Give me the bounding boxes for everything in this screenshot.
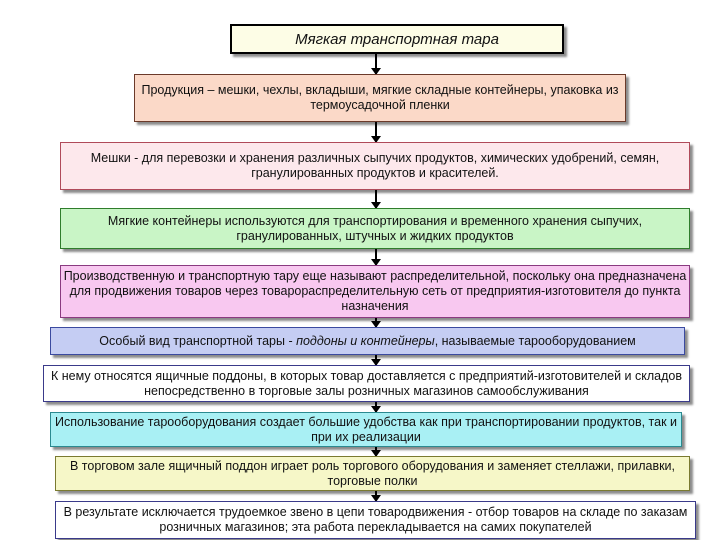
box-convenience-text: Использование тарооборудования создает б… — [54, 414, 677, 444]
connector-arrow — [371, 355, 381, 366]
connector-arrow — [371, 54, 381, 75]
diagram-title-text: Мягкая транспортная тара — [295, 30, 499, 48]
box-bags-text: Мешки - для перевозки и хранения различн… — [90, 151, 660, 180]
box-distribution: Производственную и транспортную тару еще… — [60, 265, 690, 318]
connector-arrow — [371, 249, 381, 266]
connector-arrow — [371, 447, 381, 457]
box-special-type-text-before: Особый вид транспортной тары - — [99, 333, 297, 348]
connector-arrow — [371, 190, 381, 209]
box-special-type-text: Особый вид транспортной тары - поддоны и… — [99, 334, 636, 349]
box-sales-floor-text: В торговом зале ящичный поддон играет ро… — [69, 458, 676, 488]
box-sales-floor: В торговом зале ящичный поддон играет ро… — [55, 456, 690, 491]
box-box-pallets: К нему относятся ящичные поддоны, в кото… — [43, 365, 690, 402]
box-soft-containers-text: Мягкие контейнеры используются для транс… — [107, 213, 643, 243]
diagram-title: Мягкая транспортная тара — [230, 24, 564, 54]
connector-arrow — [371, 491, 381, 502]
connector-arrow — [371, 122, 381, 143]
box-special-type: Особый вид транспортной тары - поддоны и… — [50, 327, 685, 355]
box-box-pallets-text: К нему относятся ящичные поддоны, в кото… — [50, 368, 682, 398]
box-result: В результате исключается трудоемкое звен… — [55, 501, 696, 539]
box-result-text: В результате исключается трудоемкое звен… — [63, 505, 688, 534]
connector-arrow — [371, 318, 381, 328]
box-convenience: Использование тарооборудования создает б… — [50, 412, 682, 447]
box-special-type-text-em: поддоны и контейнеры — [296, 333, 435, 348]
box-products-text: Продукция – мешки, чехлы, вкладыши, мягк… — [141, 83, 619, 112]
box-soft-containers: Мягкие контейнеры используются для транс… — [60, 208, 690, 249]
box-special-type-text-after: , называемые тарооборудованием — [434, 333, 636, 348]
connector-arrow — [371, 402, 381, 413]
box-distribution-text: Производственную и транспортную тару еще… — [63, 269, 687, 313]
box-bags: Мешки - для перевозки и хранения различн… — [60, 142, 690, 190]
box-products: Продукция – мешки, чехлы, вкладыши, мягк… — [134, 74, 626, 122]
